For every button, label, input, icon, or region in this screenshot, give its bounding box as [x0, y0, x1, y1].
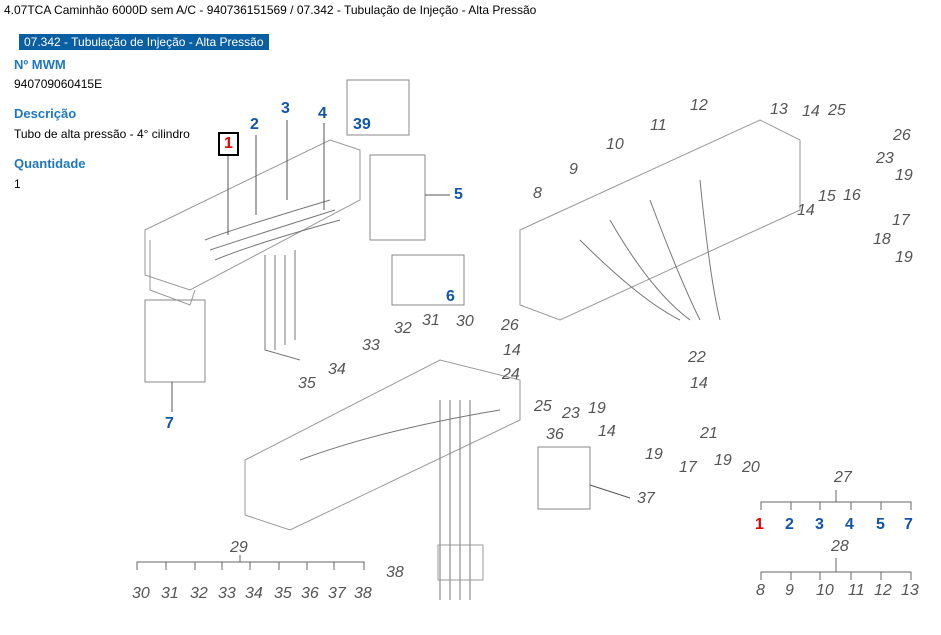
callout-label: 23	[562, 405, 580, 422]
callout-6[interactable]: 6	[446, 288, 455, 305]
callout-label: 36	[546, 426, 564, 443]
callout-label: 19	[895, 167, 913, 184]
callout-label: 38	[386, 564, 404, 581]
mwm-value: 940709060415E	[14, 77, 103, 91]
tree27-item[interactable]: 5	[876, 516, 885, 533]
tree29-item: 35	[274, 585, 292, 602]
callout-label: 14	[690, 375, 708, 392]
engine-bottom	[244, 359, 521, 600]
tree28-item: 11	[848, 582, 865, 599]
callout-label: 19	[588, 400, 606, 417]
callout-label: 35	[298, 375, 316, 392]
callout-label: 37	[637, 490, 655, 507]
callout-label: 18	[873, 231, 891, 248]
callout-label: 20	[742, 459, 760, 476]
tree29-item: 38	[354, 585, 372, 602]
callout-label: 10	[606, 136, 624, 153]
tree29-item: 37	[328, 585, 346, 602]
callout-label: 14	[598, 423, 616, 440]
tree27-item[interactable]: 7	[904, 516, 913, 533]
quantity-label: Quantidade	[14, 156, 86, 171]
tree28-item: 12	[874, 582, 892, 599]
tree27-item[interactable]: 3	[815, 516, 824, 533]
tree27-item[interactable]: 2	[785, 516, 794, 533]
mwm-label: Nº MWM	[14, 57, 66, 72]
callout-label: 23	[876, 150, 894, 167]
callout-label: 11	[650, 117, 667, 134]
detail-boxes	[144, 79, 591, 510]
description-value: Tubo de alta pressão - 4° cilindro	[14, 127, 190, 141]
tree28-item: 9	[785, 582, 794, 599]
selected-group-title: 07.342 - Tubulação de Injeção - Alta Pre…	[19, 34, 269, 50]
description-label: Descrição	[14, 106, 77, 121]
callout-label: 14	[503, 342, 521, 359]
callout-label: 17	[892, 212, 910, 229]
callout-label: 25	[534, 398, 552, 415]
tree27-item[interactable]: 1	[755, 516, 764, 533]
tree29-item: 34	[245, 585, 263, 602]
engine-right	[519, 119, 801, 321]
callout-label: 19	[714, 452, 732, 469]
tree29-item: 33	[218, 585, 236, 602]
callout-39[interactable]: 39	[353, 116, 371, 133]
callout-label: 21	[700, 425, 718, 442]
callout-label: 14	[802, 103, 820, 120]
callout-label: 29	[230, 539, 248, 556]
callout-label: 33	[362, 337, 380, 354]
callout-label: 19	[895, 249, 913, 266]
callout-label: 14	[797, 202, 815, 219]
callout-label: 26	[893, 127, 911, 144]
tree29-item: 32	[190, 585, 208, 602]
tree28-item: 13	[901, 582, 919, 599]
callout-label: 8	[533, 185, 542, 202]
tree28-item: 10	[816, 582, 834, 599]
callout-7[interactable]: 7	[165, 415, 174, 432]
callout-4[interactable]: 4	[318, 105, 327, 122]
tree28-item: 8	[756, 582, 765, 599]
leader-lines	[171, 120, 631, 499]
quantity-value: 1	[14, 177, 21, 191]
callout-label: 12	[690, 97, 708, 114]
callout-label: 19	[645, 446, 663, 463]
callout-label: 30	[456, 313, 474, 330]
callout-label: 15	[818, 188, 836, 205]
callout-label: 31	[422, 312, 440, 329]
tree29-item: 36	[301, 585, 319, 602]
callout-label: 27	[834, 469, 852, 486]
callout-3[interactable]: 3	[281, 100, 290, 117]
callout-label: 22	[688, 349, 706, 366]
callout-label: 24	[502, 366, 520, 383]
callout-2[interactable]: 2	[250, 116, 259, 133]
callout-label: 28	[831, 538, 849, 555]
callout-label: 32	[394, 320, 412, 337]
callout-label: 17	[679, 459, 697, 476]
callout-label: 25	[828, 102, 846, 119]
callout-label: 34	[328, 361, 346, 378]
tree29-item: 31	[161, 585, 179, 602]
tree27-item[interactable]: 4	[845, 516, 854, 533]
tree29-item: 30	[132, 585, 150, 602]
callout-label: 9	[569, 161, 578, 178]
callout-5[interactable]: 5	[454, 186, 463, 203]
callout-label: 16	[843, 187, 861, 204]
engine-top-left	[144, 139, 361, 361]
callout-1-selected[interactable]: 1	[218, 132, 239, 156]
callout-label: 13	[770, 101, 788, 118]
tree-lines	[136, 490, 912, 580]
callout-label: 26	[501, 317, 519, 334]
breadcrumb: 4.07TCA Caminhão 6000D sem A/C - 9407361…	[4, 3, 537, 17]
